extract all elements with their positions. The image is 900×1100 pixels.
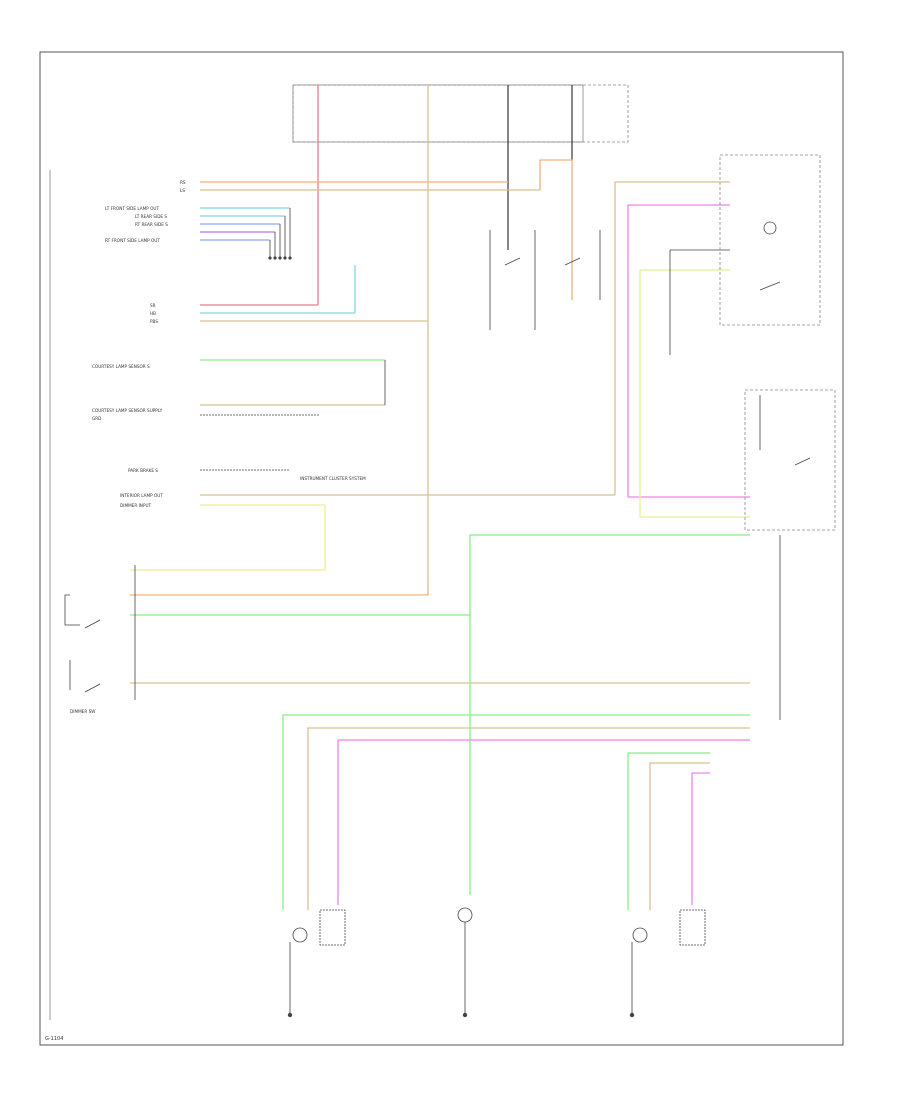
top-fuse-drops: [317, 85, 573, 590]
connector-dots: [268, 256, 292, 260]
label-rt-rear: RT REAR SIDE S: [135, 222, 168, 227]
lower-harness: [282, 714, 750, 910]
diagram-frame: [39, 51, 844, 1046]
ground-dots: [287, 1012, 635, 1018]
top-harness: [200, 159, 615, 506]
label-rs: RS: [180, 180, 186, 185]
fuel-switch-blade: [759, 281, 781, 291]
dimmer-box: [744, 389, 836, 531]
green-feed: [469, 534, 750, 895]
label-rt-front: RT FRONT SIDE LAMP OUT: [105, 238, 160, 243]
label-pbs: PBS: [150, 319, 158, 324]
label-cluster-system: INSTRUMENT CLUSTER SYSTEM: [300, 476, 366, 481]
door-switch-harness: [130, 505, 750, 684]
label-sr: SR: [150, 303, 156, 308]
label-lt-front: LT FRONT SIDE LAMP OUT: [105, 206, 159, 211]
fuse-block-divider: [292, 84, 584, 143]
door-switches: [64, 565, 136, 700]
label-courtesy-s: COURTESY LAMP SENSOR S: [92, 364, 150, 369]
connector-pins: [269, 208, 291, 258]
dimmer-blade: [794, 457, 811, 466]
label-interior-out: INTERIOR LAMP OUT: [120, 493, 163, 498]
lamp-bulb-icon: [763, 221, 777, 235]
label-dimmer-input: DIMMER INPUT: [120, 503, 152, 508]
label-courtesy-supply: COURTESY LAMP SENSOR SUPPLY: [92, 408, 163, 413]
label-park-brake: PARK BRAKE S: [128, 468, 158, 473]
fuel-switch-box: [719, 154, 821, 326]
label-ls: LS: [180, 188, 185, 193]
label-hb: HB: [150, 311, 156, 316]
fuse-block-box: [292, 84, 629, 143]
reference-code: G-1104: [45, 1036, 63, 1042]
right-harness: [614, 181, 750, 518]
label-dimmer-sw: DIMMER SW: [70, 709, 95, 714]
headlamp-switch: [489, 230, 601, 330]
lower-lamps: [289, 907, 706, 1015]
label-grd: GRD: [92, 416, 101, 421]
label-lt-rear: LT REAR SIDE S: [135, 214, 167, 219]
